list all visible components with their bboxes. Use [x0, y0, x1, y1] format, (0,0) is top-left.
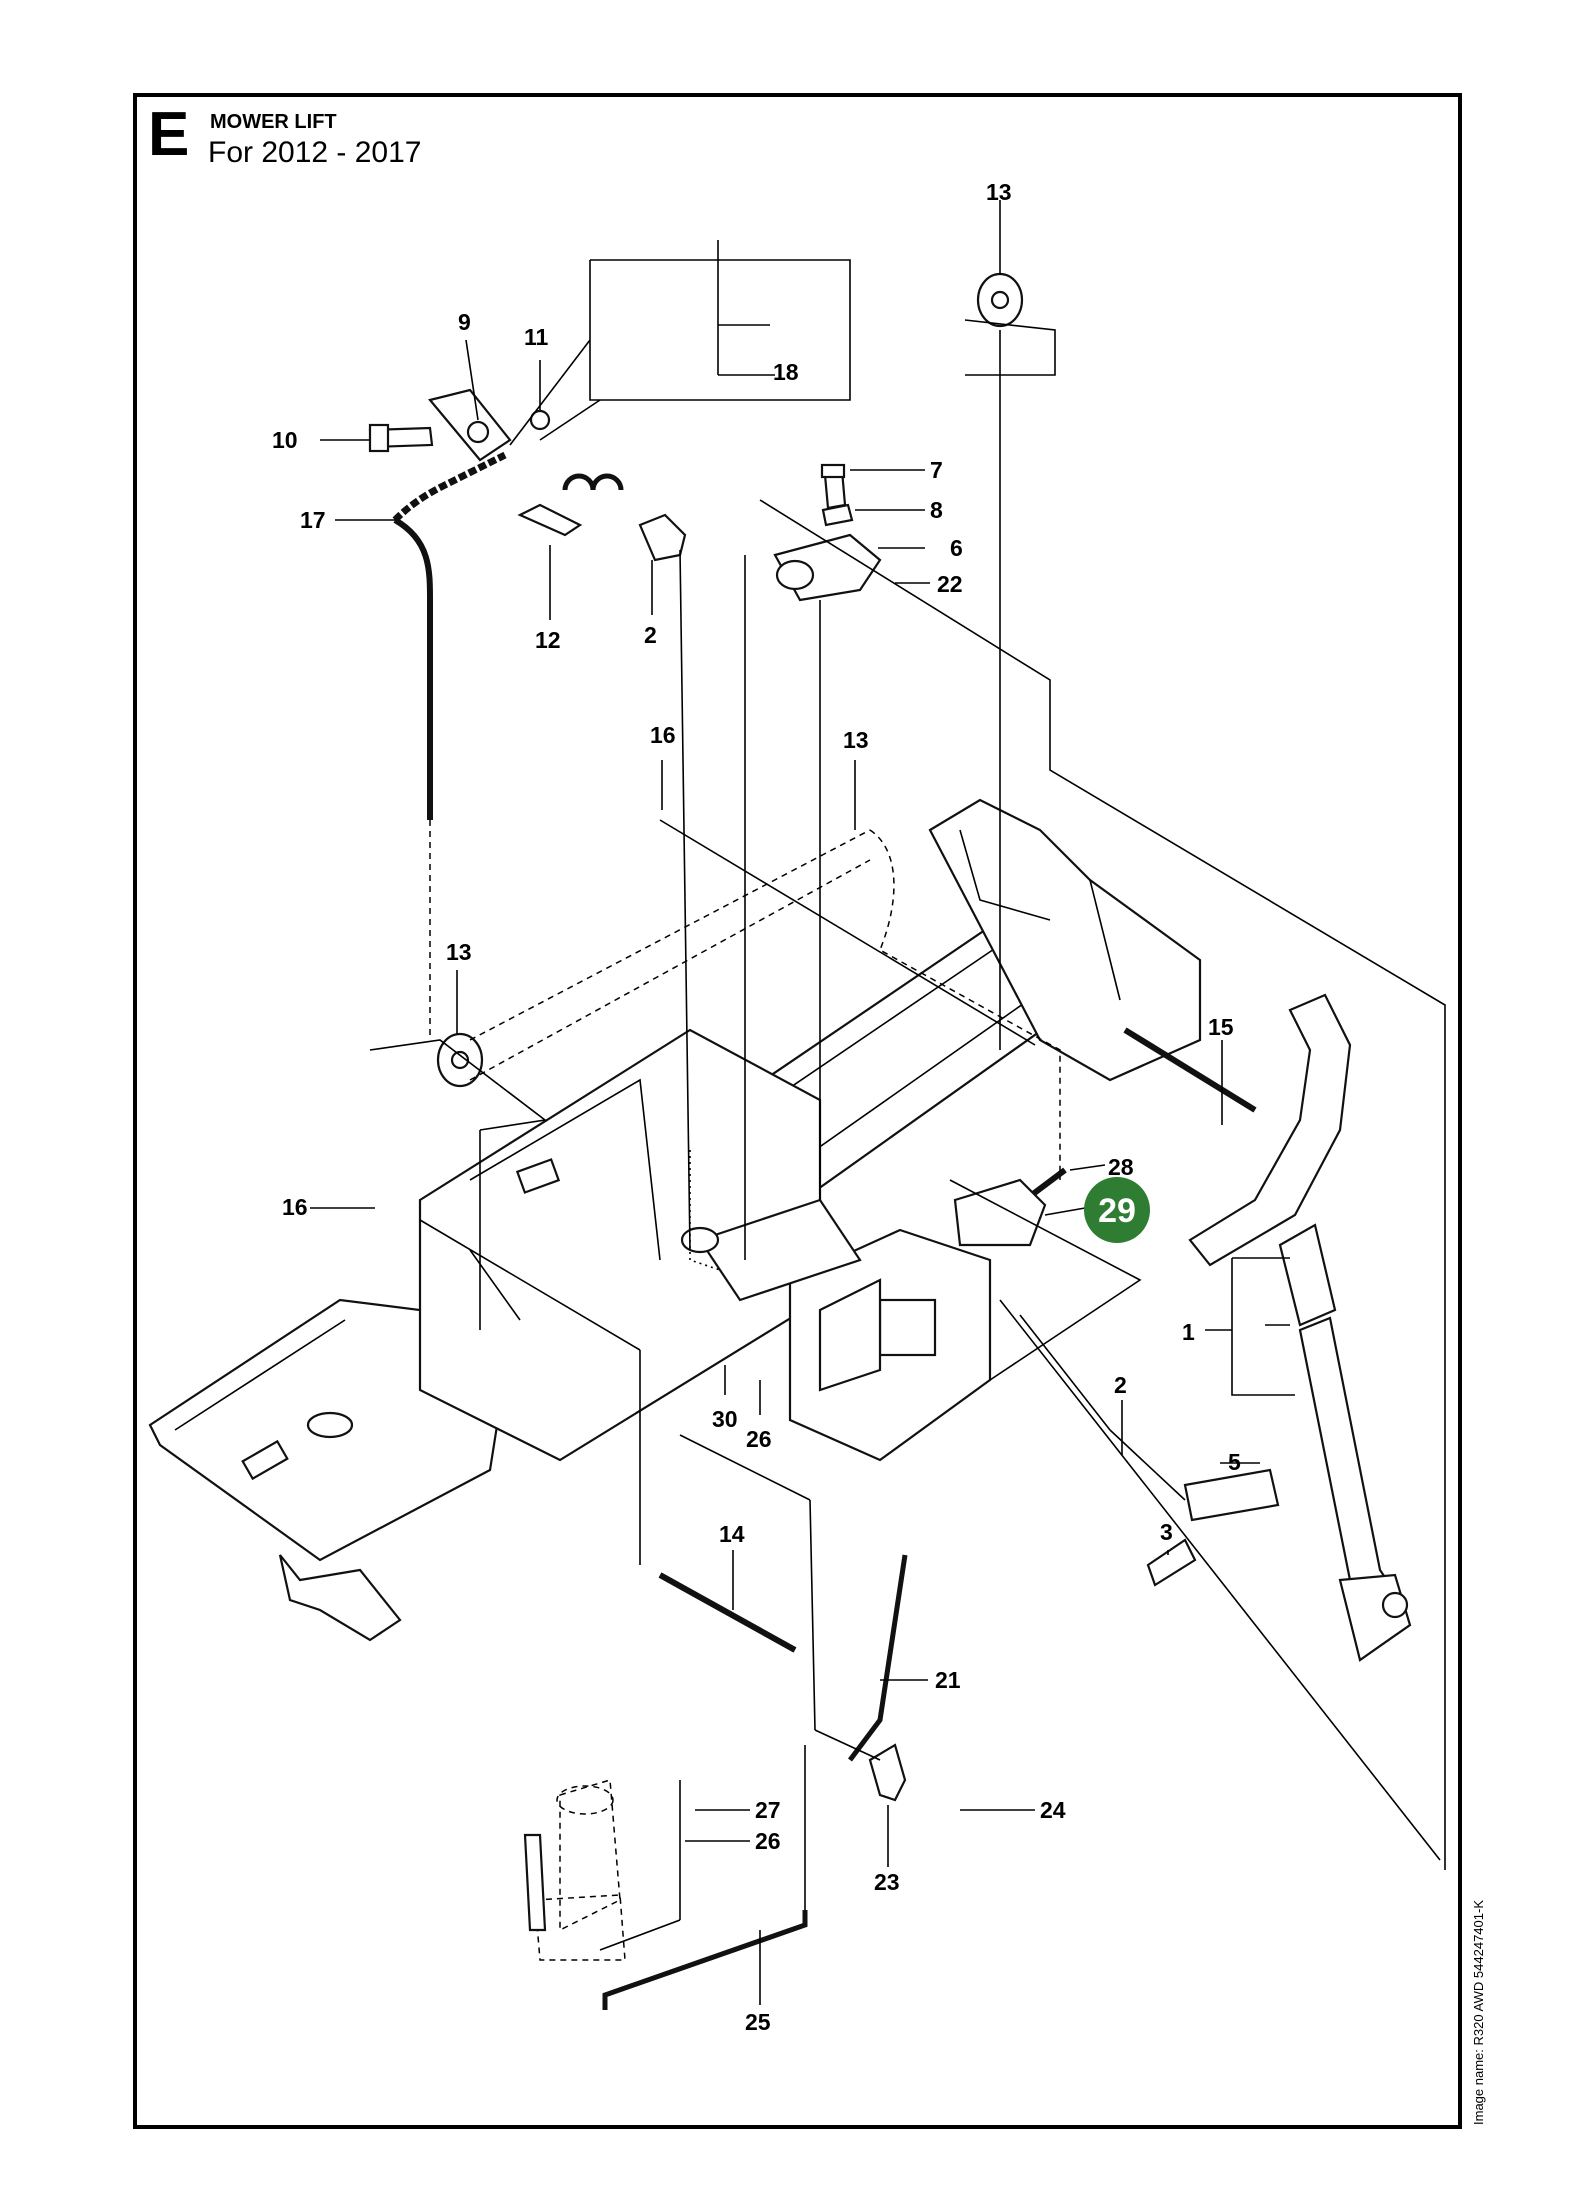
pin-3	[1146, 1538, 1197, 1587]
callout-10: 10	[272, 427, 298, 453]
callout-7: 7	[930, 457, 943, 483]
pedal-assembly	[523, 1779, 626, 1961]
arm-23	[868, 1743, 907, 1802]
rod-25	[602, 1910, 808, 2010]
callout-13-top: 13	[986, 179, 1012, 205]
lift-link-21	[848, 1554, 908, 1762]
callout-26-bottom: 26	[755, 1828, 781, 1854]
clevis-assembly	[773, 463, 882, 602]
highlight-label: 29	[1098, 1192, 1136, 1230]
callout-13-mid: 13	[843, 727, 869, 753]
callout-9: 9	[458, 309, 471, 335]
callout-leaders	[310, 200, 1260, 2005]
callout-28: 28	[1108, 1154, 1134, 1180]
callout-2-top: 2	[644, 622, 657, 648]
callout-13-left: 13	[446, 939, 472, 965]
callout-23: 23	[874, 1869, 900, 1895]
bracket-29	[953, 1178, 1047, 1247]
chassis-frame	[148, 798, 1202, 1642]
callout-15: 15	[1208, 1014, 1234, 1040]
section-title: MOWER LIFT	[210, 111, 337, 133]
callout-6: 6	[950, 535, 963, 561]
callout-22: 22	[937, 571, 963, 597]
highlight-callout-29: 29	[1084, 1177, 1150, 1243]
section-letter: E	[148, 100, 189, 169]
page-frame	[133, 93, 1462, 2129]
callout-17: 17	[300, 507, 326, 533]
callout-14: 14	[719, 1521, 745, 1547]
pulleys	[429, 272, 1061, 1180]
section-subtitle: For 2012 - 2017	[208, 136, 421, 169]
callout-30: 30	[712, 1406, 738, 1432]
callout-27: 27	[755, 1797, 781, 1823]
callout-26-mid: 26	[746, 1426, 772, 1452]
callout-5: 5	[1228, 1449, 1241, 1475]
image-name: Image name: R320 AWD 544247401-K	[1471, 1900, 1486, 2125]
highlight-circle	[1084, 1177, 1150, 1243]
callout-25: 25	[745, 2009, 771, 2035]
callout-18: 18	[773, 359, 799, 385]
callout-21: 21	[935, 1667, 961, 1693]
rod-14	[658, 1572, 797, 1653]
callout-16-top: 16	[650, 722, 676, 748]
callout-11: 11	[524, 324, 549, 350]
callout-2-right: 2	[1114, 1372, 1127, 1398]
callout-24: 24	[1040, 1797, 1066, 1823]
rod-15	[1123, 1027, 1257, 1113]
spring-assembly	[368, 388, 687, 820]
lift-handle-tube	[1188, 993, 1352, 1267]
lift-lever	[1278, 1223, 1412, 1662]
callout-16-left: 16	[282, 1194, 308, 1220]
callout-12: 12	[535, 627, 561, 653]
shaft-3	[1183, 1468, 1280, 1522]
callout-labels: 13 9 11 18 10 7 8 17 6 22 12 2 16 13 13 …	[272, 179, 1241, 2035]
leader-lines	[369, 259, 1446, 1951]
callout-1: 1	[1182, 1319, 1195, 1345]
callout-8: 8	[930, 497, 943, 523]
callout-3: 3	[1160, 1519, 1173, 1545]
